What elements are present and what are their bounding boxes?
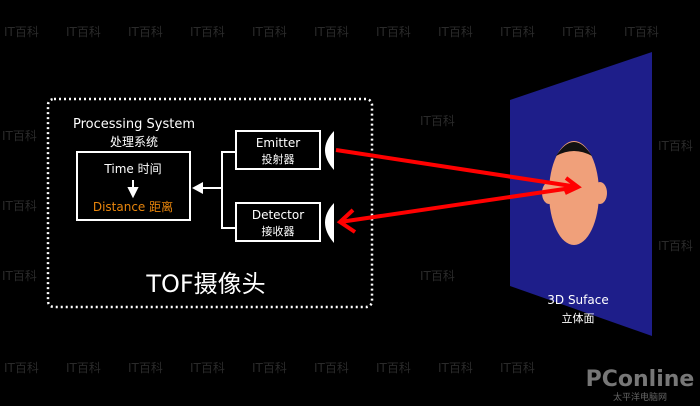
emitter-label-zh: 投射器 — [262, 152, 295, 166]
watermark-text: IT百科 — [66, 361, 101, 375]
processing-system-label-zh: 处理系统 — [110, 135, 158, 149]
watermark-text: IT百科 — [190, 25, 225, 39]
watermark-text: IT百科 — [376, 25, 411, 39]
detector-label-zh: 接收器 — [262, 224, 295, 238]
watermark-text: IT百科 — [624, 25, 659, 39]
watermark-text: IT百科 — [2, 129, 37, 143]
reflected-beam — [336, 185, 579, 234]
watermark-text: IT百科 — [4, 25, 39, 39]
pconline-logo: PConline — [586, 367, 695, 392]
detector-label: Detector — [252, 208, 304, 222]
watermark-text: IT百科 — [252, 361, 287, 375]
watermark-text: IT百科 — [376, 361, 411, 375]
surface-label-zh: 立体面 — [562, 311, 595, 325]
watermark-text: IT百科 — [562, 25, 597, 39]
face — [549, 141, 599, 245]
watermark-text: IT百科 — [420, 269, 455, 283]
watermark-text: IT百科 — [66, 25, 101, 39]
tof-camera-title: TOF摄像头 — [145, 270, 265, 298]
watermark-text: IT百科 — [128, 25, 163, 39]
watermark-text: IT百科 — [2, 269, 37, 283]
watermark-text: IT百科 — [190, 361, 225, 375]
time-label: Time 时间 — [103, 162, 161, 176]
watermark-text: IT百科 — [252, 25, 287, 39]
watermark-text: IT百科 — [128, 361, 163, 375]
watermark-text: IT百科 — [658, 239, 693, 253]
distance-label: Distance 距离 — [93, 199, 173, 214]
tof-camera-boundary — [46, 97, 374, 309]
watermark-text: IT百科 — [314, 361, 349, 375]
pconline-logo-sub: 太平洋电脑网 — [613, 391, 667, 403]
emitter-lens-icon — [325, 131, 334, 170]
surface-label: 3D Suface — [547, 293, 608, 307]
watermark-text: IT百科 — [500, 25, 535, 39]
detector-lens-icon — [325, 203, 334, 243]
watermark-text: IT百科 — [314, 25, 349, 39]
watermark-text: IT百科 — [2, 199, 37, 213]
watermark-text: IT百科 — [420, 114, 455, 128]
emitter-label: Emitter — [256, 136, 300, 150]
watermark-grid: IT百科 IT百科 IT百科 IT百科 IT百科 IT百科 IT百科 IT百科 IT百科 IT百科… — [2, 25, 693, 375]
watermark-text: IT百科 — [438, 25, 473, 39]
watermark-text: IT百科 — [4, 361, 39, 375]
hair — [556, 142, 592, 156]
watermark-text: IT百科 — [438, 361, 473, 375]
connector-lines — [200, 151, 236, 229]
watermark-text: IT百科 — [500, 361, 535, 375]
down-arrow-icon — [127, 180, 139, 199]
watermark-text: IT百科 — [658, 139, 693, 153]
left-arrow-icon — [192, 182, 203, 194]
processing-system-label: Processing System — [73, 117, 195, 132]
emitter-box — [235, 130, 321, 170]
detector-box — [235, 202, 321, 242]
